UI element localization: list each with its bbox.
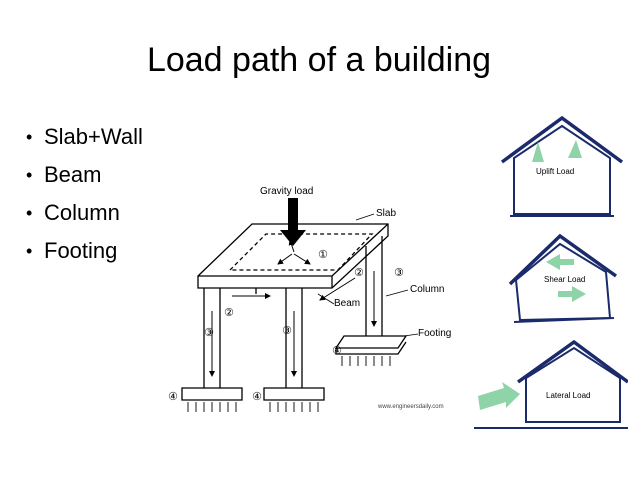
- shear-label: Shear Load: [544, 275, 585, 284]
- bullet-list: • Slab+Wall • Beam • Column • Footing: [26, 118, 143, 270]
- bullet-text: Beam: [44, 162, 102, 187]
- house-diagrams: Uplift Load Shear Load Lateral Load: [474, 115, 628, 429]
- marker-4: ④: [332, 345, 342, 357]
- uplift-label: Uplift Load: [536, 167, 574, 176]
- bullet-item: • Column: [26, 194, 143, 232]
- lateral-house: Lateral Load: [474, 339, 628, 429]
- bullet-text: Column: [44, 200, 120, 225]
- bullet-dot-icon: •: [26, 203, 33, 223]
- marker-3: ③: [204, 327, 214, 339]
- marker-4: ④: [168, 391, 178, 403]
- shear-arrow-icon: [558, 286, 586, 302]
- slide-title: Load path of a building: [146, 41, 492, 79]
- bullet-text: Slab+Wall: [44, 124, 143, 149]
- lateral-arrow-icon: [478, 382, 520, 410]
- marker-1: ①: [318, 249, 328, 261]
- beam-label: Beam: [334, 298, 360, 309]
- bullet-item: • Footing: [26, 232, 143, 270]
- shear-house: Shear Load: [508, 233, 618, 323]
- column-label: Column: [410, 284, 444, 295]
- slab-label: Slab: [376, 208, 396, 219]
- marker-2: ②: [224, 307, 234, 319]
- bullet-item: • Slab+Wall: [26, 118, 143, 156]
- gravity-arrow-icon: [280, 198, 306, 246]
- bullet-dot-icon: •: [26, 241, 33, 261]
- uplift-arrow-icon: [568, 140, 582, 158]
- lateral-label: Lateral Load: [546, 391, 590, 400]
- marker-3: ③: [394, 267, 404, 279]
- footing-label: Footing: [418, 328, 451, 339]
- uplift-arrow-icon: [532, 142, 544, 162]
- credit-text: www.engineersdaily.com: [377, 404, 444, 410]
- bullet-item: • Beam: [26, 156, 143, 194]
- bullet-dot-icon: •: [26, 127, 33, 147]
- frame-diagram: ① ② ② ③ ③ ③ ④ ④ ④ Gravity load Slab Beam…: [168, 186, 451, 412]
- gravity-load-label: Gravity load: [260, 186, 313, 197]
- bullet-dot-icon: •: [26, 165, 33, 185]
- marker-2: ②: [354, 267, 364, 279]
- shear-arrow-icon: [546, 254, 574, 270]
- marker-3: ③: [282, 325, 292, 337]
- marker-4: ④: [252, 391, 262, 403]
- uplift-house: Uplift Load: [500, 115, 624, 217]
- bullet-text: Footing: [44, 238, 118, 263]
